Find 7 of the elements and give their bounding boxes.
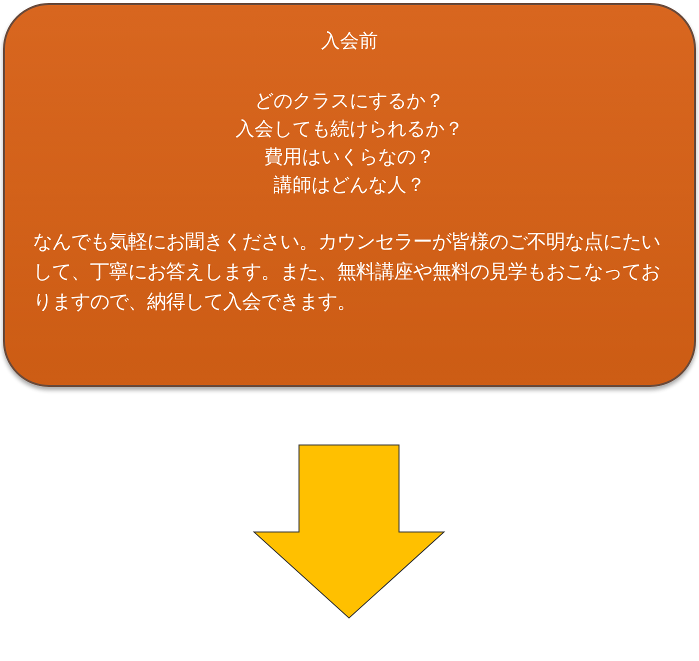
question-text: 入会しても続けられるか？	[234, 117, 464, 142]
question-text: どのクラスにするか？	[254, 89, 446, 114]
paragraph-text: なんでも気軽にお聞きください。カウンセラーが皆様のご不明な点にたいして、丁寧にお答えします。また、無料講座や無料の見学もおこなっておりますので、納得して入会できます。	[33, 229, 661, 315]
rounded-box	[3, 3, 696, 387]
question-text: 講師はどんな人？	[272, 173, 426, 198]
heading-text: 入会前	[320, 29, 379, 54]
question-text: 費用はいくらなの？	[263, 145, 436, 170]
